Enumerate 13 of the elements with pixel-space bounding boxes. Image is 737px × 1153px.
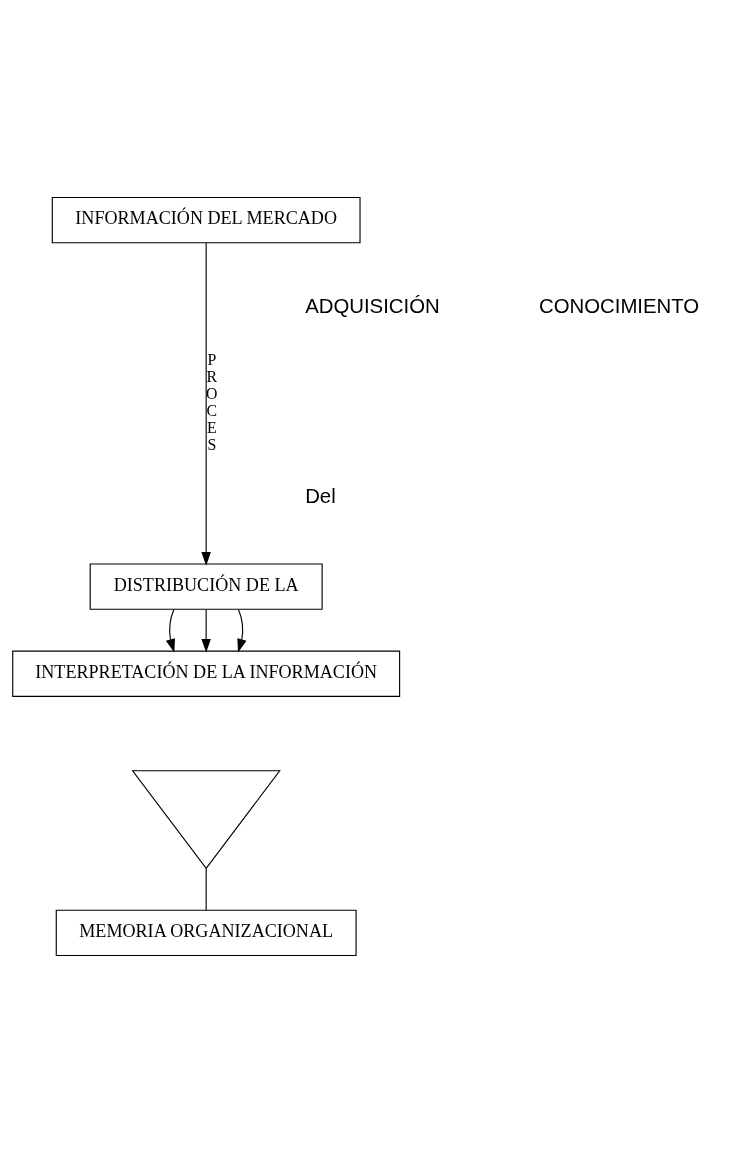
- arrow: [237, 609, 247, 653]
- node-box: DISTRIBUCIÓN DE LA: [89, 563, 323, 610]
- label: CONOCIMIENTO: [538, 295, 700, 318]
- connector: [205, 867, 207, 911]
- node-box: MEMORIA ORGANIZACIONAL: [55, 909, 357, 957]
- node-box: INFORMACIÓN DEL MERCADO: [51, 196, 361, 244]
- label: ADQUISICIÓN: [305, 295, 440, 318]
- arrow: [165, 609, 175, 653]
- arrow: [201, 609, 211, 653]
- node-box: INTERPRETACIÓN DE LA INFORMACIÓN: [12, 650, 401, 697]
- node-triangle: [131, 770, 281, 870]
- label: Del: [305, 485, 336, 508]
- arrow: [201, 242, 211, 566]
